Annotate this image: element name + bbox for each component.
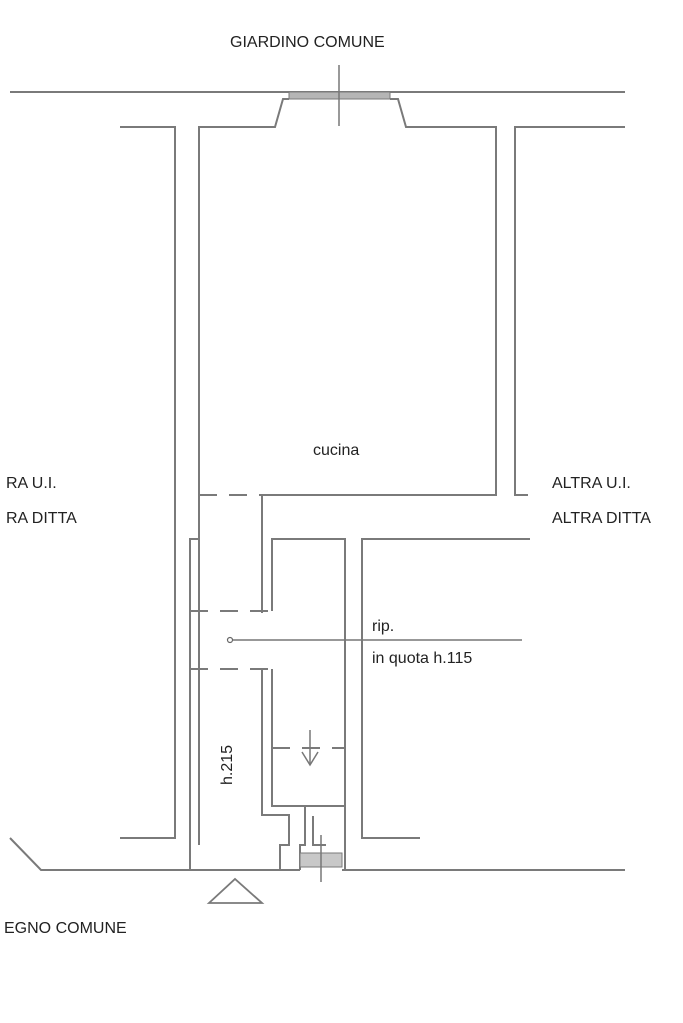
- cucina-left-wall: [198, 98, 289, 845]
- right-neighbor-wall: [514, 126, 625, 496]
- bottom-boundary-left: [9, 837, 300, 871]
- label-top: GIARDINO COMUNE: [230, 34, 385, 51]
- down-arrow-icon: [301, 730, 319, 767]
- label-left-2: RA DITTA: [6, 510, 77, 527]
- entry-wall-inner: [312, 816, 326, 846]
- left-neighbor-wall: [120, 126, 176, 839]
- corridor-inner-wall-b: [261, 669, 290, 870]
- corridor-left-wall: [189, 495, 200, 870]
- rip-marker: [226, 636, 234, 644]
- right-inner-wall: [361, 538, 530, 839]
- label-room: cucina: [313, 442, 360, 459]
- entrance-triangle-icon: [206, 877, 265, 904]
- label-height: h.215: [219, 744, 237, 786]
- label-right-1: ALTRA U.I.: [552, 475, 631, 492]
- label-left-1: RA U.I.: [6, 475, 57, 492]
- label-right-2: ALTRA DITTA: [552, 510, 651, 527]
- cucina-right-wall: [262, 98, 497, 496]
- label-bottom: EGNO COMUNE: [4, 920, 127, 933]
- label-rip-quota: in quota h.115: [372, 650, 473, 667]
- bath-outline: [271, 538, 346, 870]
- bath-inner-wall: [271, 669, 345, 807]
- label-rip: rip.: [372, 618, 395, 635]
